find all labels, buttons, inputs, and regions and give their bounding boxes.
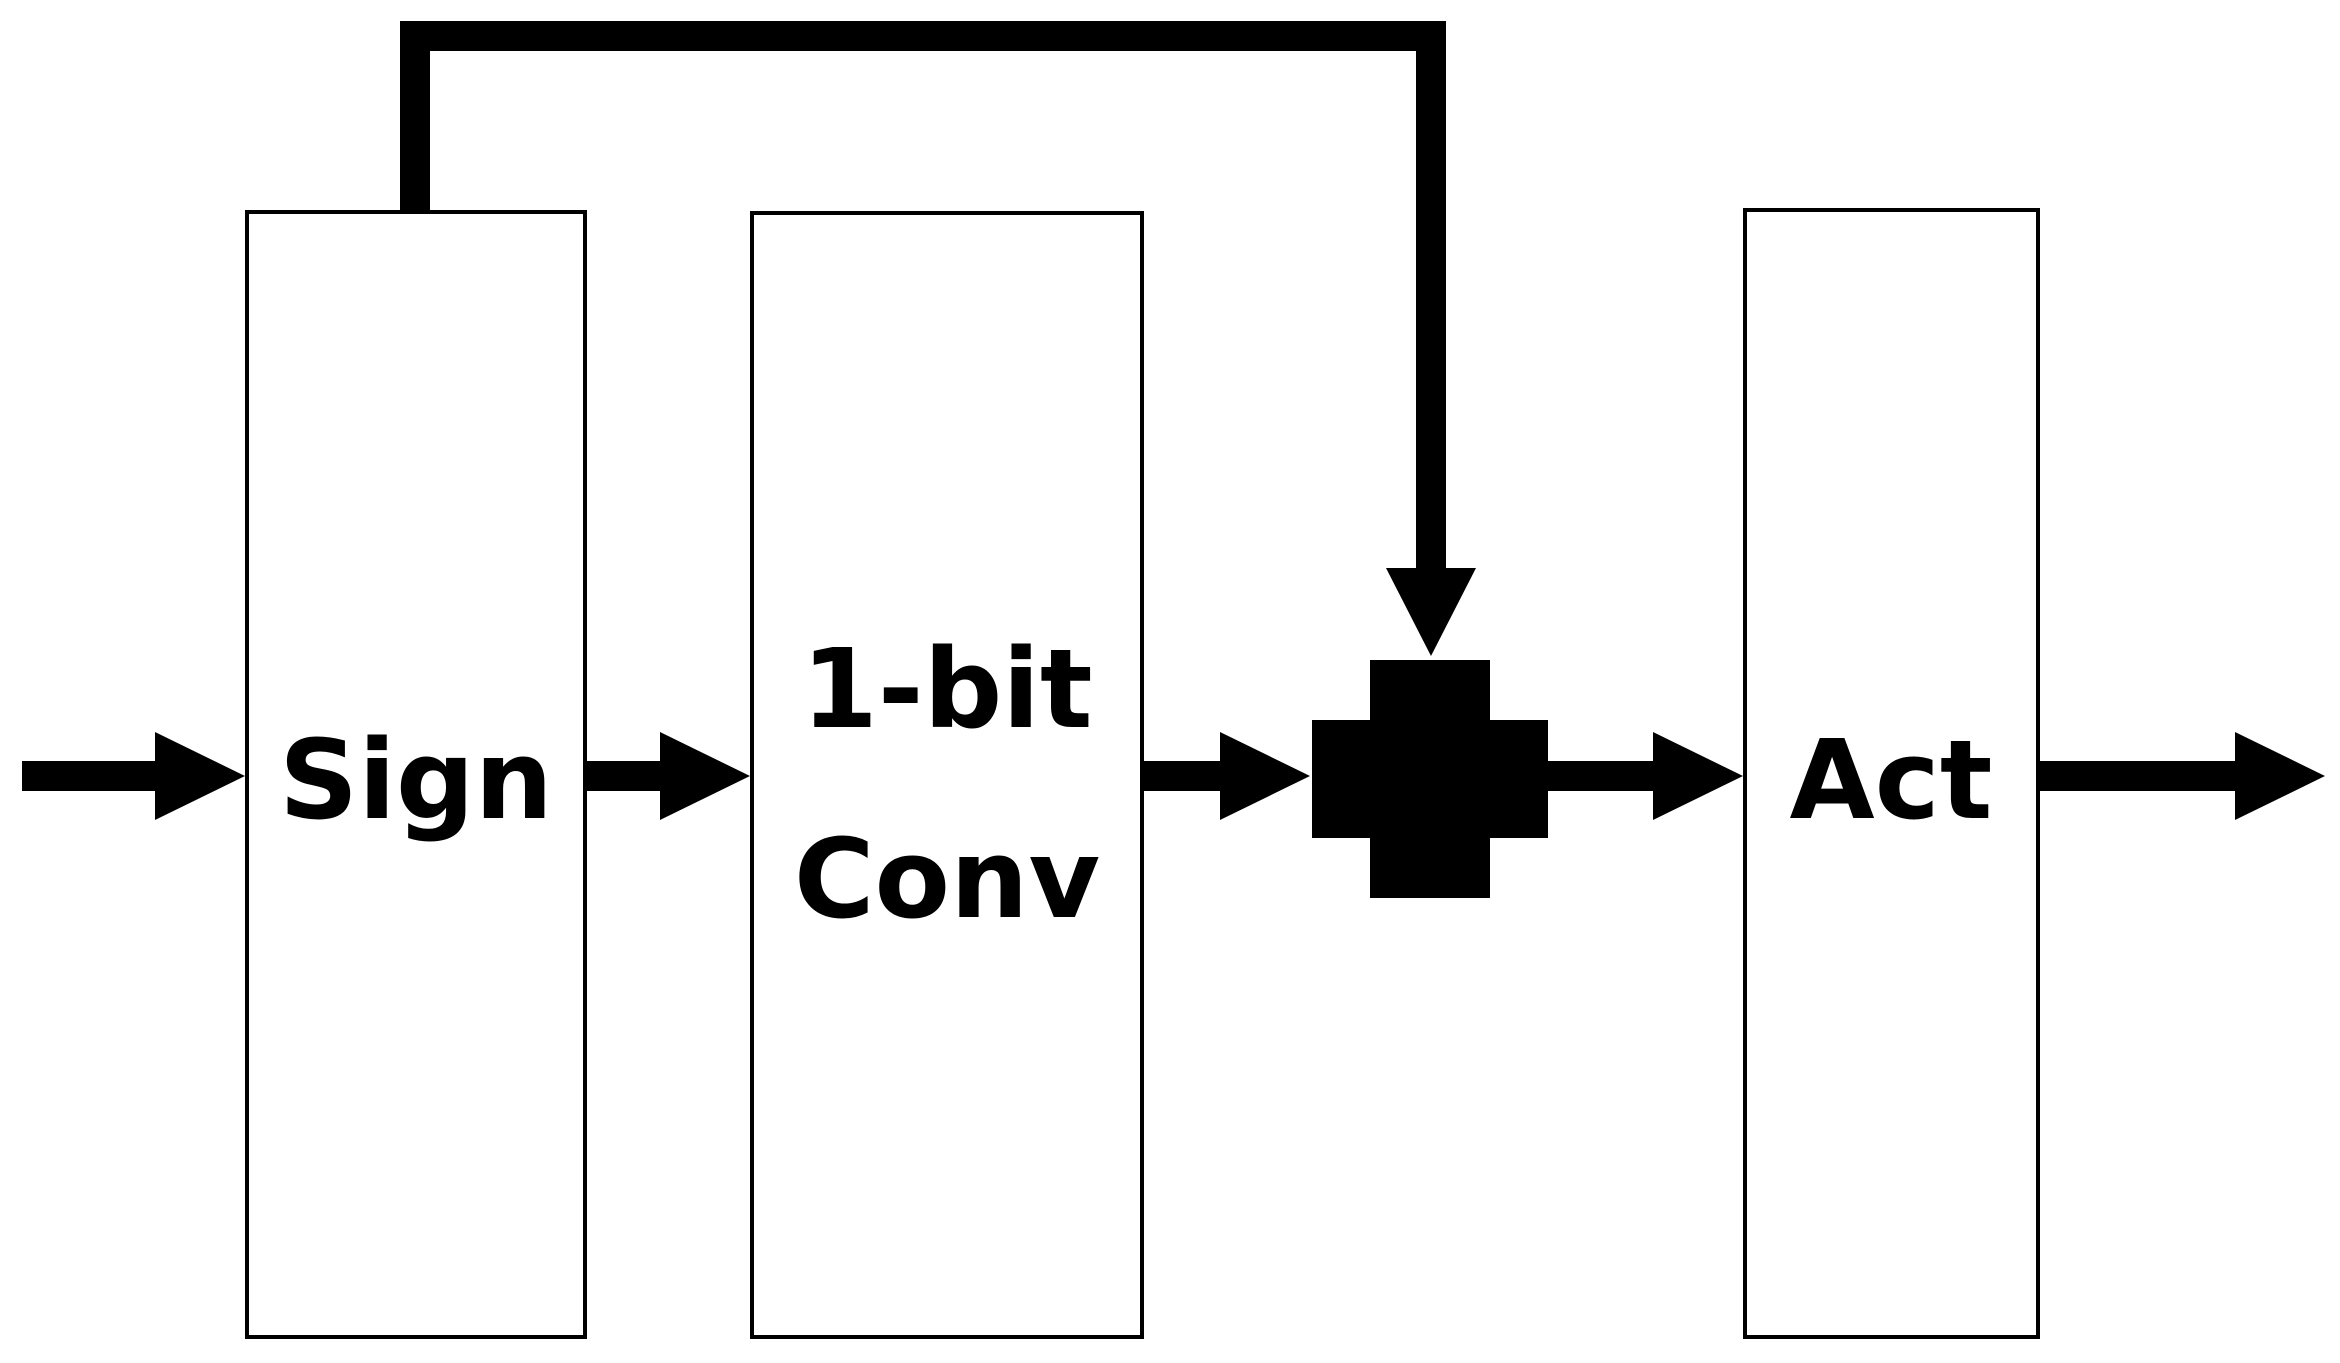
conv-to-sum-arrowhead xyxy=(1220,732,1310,820)
conv-block-box xyxy=(750,211,1144,1339)
conv-block-label-line2: Conv xyxy=(794,815,1100,943)
sign-block: Sign xyxy=(245,210,587,1339)
sum-node-icon xyxy=(1312,660,1548,898)
sum-to-act-arrowhead xyxy=(1653,732,1743,820)
sign-block-label: Sign xyxy=(279,716,553,844)
skip-connection-line xyxy=(400,21,1446,575)
input-arrowhead xyxy=(155,732,245,820)
act-block: Act xyxy=(1743,208,2040,1339)
act-block-label: Act xyxy=(1790,716,1993,844)
conv-block: 1-bit Conv xyxy=(750,211,1144,1339)
sign-block-box xyxy=(245,210,587,1339)
act-block-box xyxy=(1743,208,2040,1339)
output-arrowhead xyxy=(2235,732,2325,820)
skip-connection-arrowhead xyxy=(1386,568,1476,656)
sign-to-conv-arrowhead xyxy=(660,732,750,820)
conv-block-label-line1: 1-bit xyxy=(801,625,1092,753)
